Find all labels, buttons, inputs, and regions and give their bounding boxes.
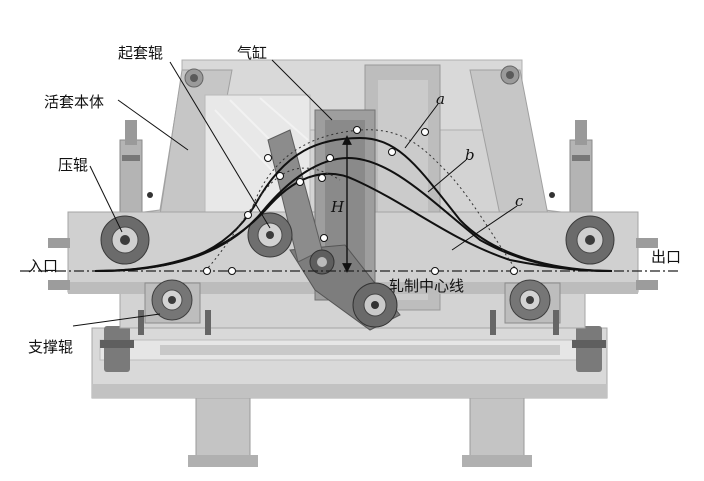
base-frame [91, 327, 608, 467]
support-roll-label: 支撑辊 [28, 338, 73, 356]
screw-details [138, 310, 559, 335]
height-label: H [330, 198, 345, 216]
looper-roll [247, 212, 293, 258]
side-columns [119, 120, 593, 226]
curve-c-path [94, 172, 613, 272]
exit-label: 出口 [651, 248, 681, 266]
lower-arm-roll [352, 282, 398, 328]
pivot-roll [309, 249, 335, 275]
leader-lines [72, 59, 518, 327]
press-roll-left [100, 215, 150, 265]
cylinder-label: 气缸 [237, 44, 267, 62]
support-roll-left [144, 279, 201, 324]
curve-a-label: a [436, 90, 445, 108]
curve-markers [203, 126, 518, 275]
entry-label: 入口 [28, 257, 58, 275]
press-roll-label: 压辊 [58, 156, 88, 174]
dotted-envelope-lower [204, 167, 341, 272]
curve-c-label: c [515, 192, 524, 210]
press-roll-right [565, 215, 615, 265]
looper-roll-label: 起套辊 [118, 44, 163, 62]
top-pins [147, 65, 555, 198]
curve-a-path [94, 136, 613, 272]
looper-body-label: 活套本体 [44, 93, 104, 111]
curve-b-label: b [465, 146, 475, 164]
rolling-centerline-label: 轧制中心线 [389, 277, 464, 295]
dotted-envelope [249, 129, 516, 269]
support-roll-right [504, 279, 561, 324]
base-clamps [100, 326, 606, 372]
